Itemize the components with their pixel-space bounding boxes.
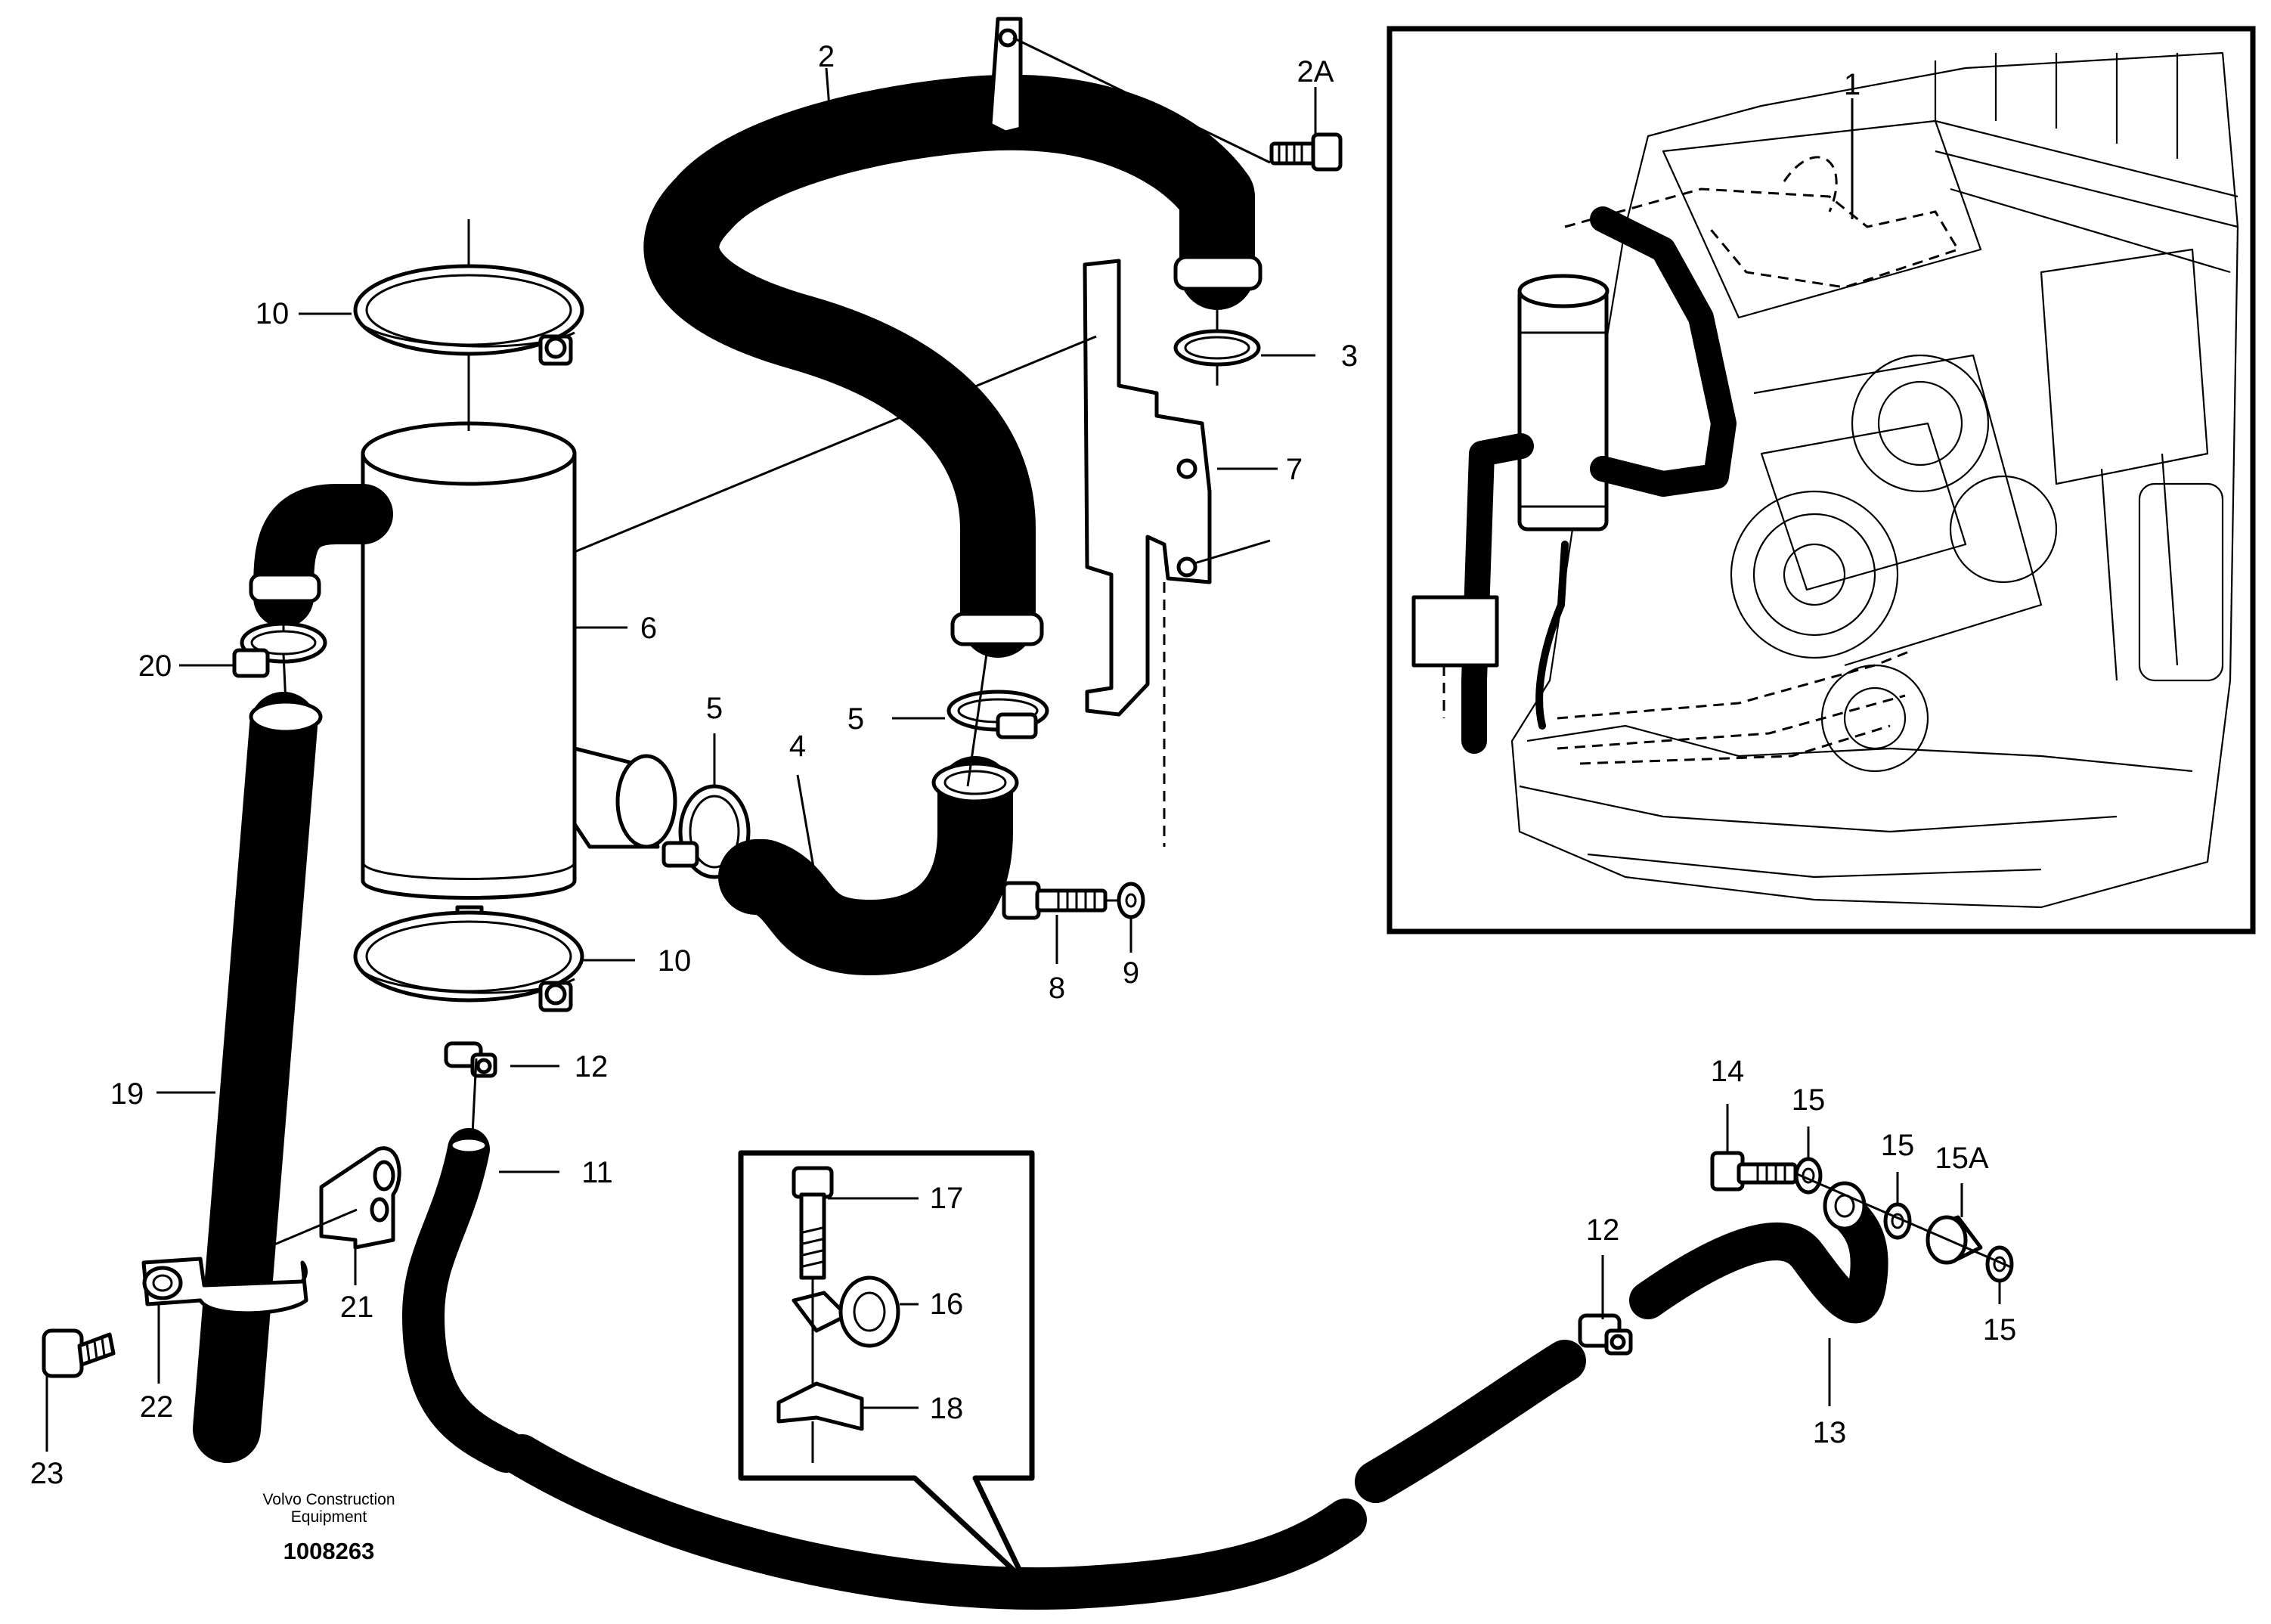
detail-frame bbox=[738, 1150, 1035, 1583]
callout-23: 23 bbox=[30, 1457, 64, 1490]
hose-cuff-upper bbox=[1173, 255, 1263, 291]
detail-inset bbox=[738, 1150, 1035, 1583]
callout-16: 16 bbox=[930, 1288, 964, 1321]
hardware-axis-line bbox=[1795, 1172, 2012, 1269]
callout-1: 1 bbox=[1844, 68, 1860, 101]
callout-12-top: 12 bbox=[575, 1050, 609, 1083]
clamp-10-top bbox=[353, 264, 584, 366]
clamp-5-right bbox=[947, 690, 1049, 739]
callout-11: 11 bbox=[581, 1156, 613, 1189]
callout-13: 13 bbox=[1813, 1416, 1847, 1449]
bolt-23 bbox=[42, 1328, 116, 1378]
callout-15-a: 15 bbox=[1792, 1083, 1826, 1117]
callout-5-left: 5 bbox=[706, 692, 723, 725]
tube-13 bbox=[1629, 1181, 1888, 1324]
engine-inset: 1 bbox=[1386, 26, 2256, 934]
bracket-21 bbox=[249, 1146, 401, 1257]
clamp-12-top bbox=[444, 1041, 497, 1078]
spacer-15a bbox=[1926, 1215, 1983, 1265]
callout-15a: 15A bbox=[1935, 1142, 1988, 1175]
document-number: 1008263 bbox=[283, 1538, 375, 1564]
callout-10-bottom: 10 bbox=[658, 944, 692, 978]
callout-3: 3 bbox=[1341, 339, 1358, 373]
leader-lines bbox=[45, 67, 2001, 1452]
callout-5-right: 5 bbox=[847, 702, 864, 736]
inset-bracket bbox=[1411, 595, 1499, 668]
publisher-line-1: Volvo Construction bbox=[262, 1491, 395, 1508]
callout-20: 20 bbox=[138, 649, 172, 683]
callout-9: 9 bbox=[1123, 956, 1139, 990]
callout-15-c: 15 bbox=[1983, 1313, 2017, 1347]
clamp-10-bottom bbox=[353, 910, 584, 1012]
callout-labels: 2 2A 3 4 5 5 6 7 8 9 10 10 11 12 12 13 1… bbox=[30, 40, 2017, 1490]
callout-12-right: 12 bbox=[1586, 1213, 1620, 1247]
elbow-hose-4 bbox=[718, 653, 1019, 975]
drain-hose-11 bbox=[402, 1058, 1586, 1610]
bolt-2a bbox=[1269, 132, 1343, 172]
callout-22: 22 bbox=[140, 1390, 174, 1424]
inset-separator bbox=[1517, 285, 1609, 532]
hose-cuff-lower bbox=[950, 612, 1044, 646]
washer-9 bbox=[1105, 882, 1145, 919]
o-ring-3 bbox=[1173, 302, 1261, 386]
bolt-14 bbox=[1710, 1151, 1798, 1192]
callout-15-b: 15 bbox=[1881, 1129, 1915, 1162]
callout-2: 2 bbox=[818, 40, 835, 73]
callout-14: 14 bbox=[1711, 1055, 1745, 1088]
document-info: Volvo Construction Equipment 1008263 bbox=[262, 1491, 395, 1564]
clamp-20 bbox=[232, 612, 327, 678]
callout-21: 21 bbox=[340, 1291, 374, 1324]
clamp-12-right bbox=[1578, 1313, 1633, 1356]
callout-17: 17 bbox=[930, 1182, 964, 1215]
bracket-7 bbox=[1083, 259, 1271, 847]
callout-6: 6 bbox=[640, 612, 657, 645]
saddle-clamp-22 bbox=[141, 1257, 308, 1316]
callout-10-top: 10 bbox=[256, 297, 290, 330]
hose-tab bbox=[988, 17, 1023, 135]
callout-18: 18 bbox=[930, 1392, 964, 1425]
callout-8: 8 bbox=[1049, 972, 1065, 1005]
callout-4: 4 bbox=[789, 730, 806, 763]
callout-7: 7 bbox=[1286, 453, 1303, 486]
upper-hose bbox=[643, 17, 1271, 658]
callout-19: 19 bbox=[110, 1077, 144, 1111]
callout-2a: 2A bbox=[1297, 55, 1334, 88]
publisher-line-2: Equipment bbox=[291, 1508, 367, 1526]
bolt-8 bbox=[1002, 881, 1108, 920]
